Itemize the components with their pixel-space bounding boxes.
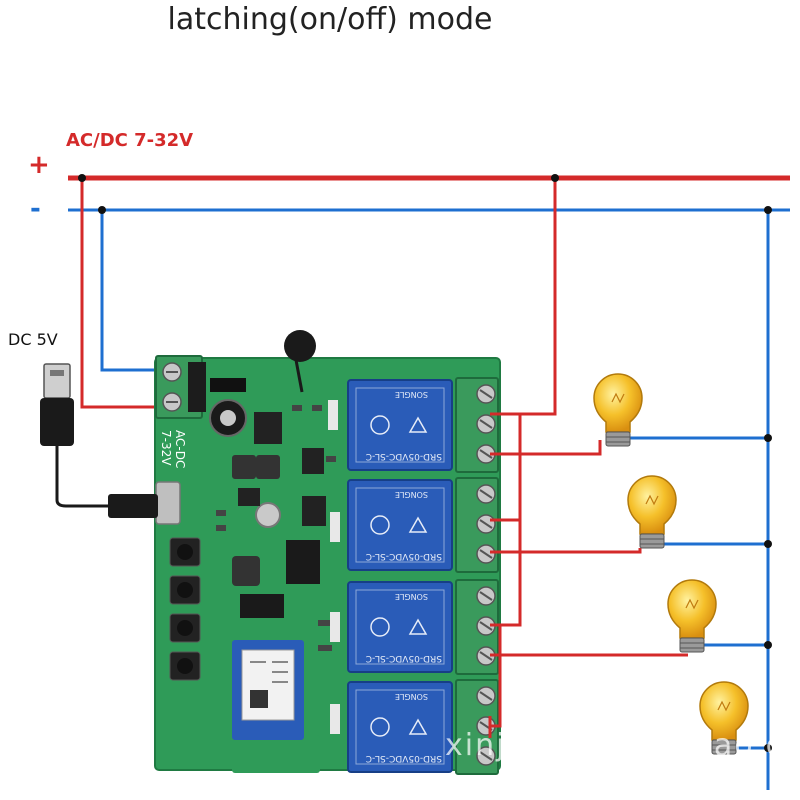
status-leds [328, 400, 340, 734]
junction-dots [78, 174, 772, 752]
relay-2-brand-label: SONGLE [395, 490, 428, 499]
relay-2-model-label: SRD-05VDC-SL-C [366, 551, 442, 561]
common-bus-1 [490, 412, 522, 522]
relay-4-brand-label: SONGLE [395, 692, 428, 701]
wifi-module [232, 640, 304, 740]
ul-mark-icon [370, 415, 390, 435]
ul-mark-icon [370, 515, 390, 535]
relay-2-output-terminal [455, 477, 499, 573]
micro-usb-port [155, 481, 181, 525]
terminal-voltage-label: AC-DC 7-32V [159, 430, 187, 472]
relay-bank: SRD-05VDC-SL-C SONGLE SRD-05VDC-SL-C SONGLE… [347, 377, 499, 775]
bulb-4 [699, 681, 749, 755]
micro-usb-plug [108, 494, 158, 518]
usb-plug-body [40, 398, 74, 446]
bulb-base-icon [605, 431, 631, 447]
common-bus-3 [490, 625, 502, 728]
relay-4-model-label: SRD-05VDC-SL-C [366, 753, 442, 763]
relay-3-output-terminal [455, 579, 499, 675]
relay-4-housing [347, 681, 453, 773]
ic-chip-5 [240, 594, 284, 618]
push-buttons [169, 537, 201, 681]
relay-2: SRD-05VDC-SL-C SONGLE [347, 479, 453, 571]
antenna [284, 330, 316, 362]
board-positive-feed [80, 178, 162, 409]
light-bulb-icon [699, 681, 749, 741]
ce-mark-icon [408, 416, 428, 433]
crystal [255, 502, 281, 528]
diagram-title: latching(on/off) mode [167, 2, 493, 37]
light-bulb-icon [627, 475, 677, 535]
ul-mark-icon [370, 617, 390, 637]
pcb-tab [232, 735, 320, 773]
relay-1-output [490, 440, 602, 456]
relay-1-output-terminal [455, 377, 499, 473]
ul-mark-icon [370, 717, 390, 737]
load-wiring [488, 412, 688, 738]
ic-chip-4 [286, 540, 320, 584]
ic-chip-6 [232, 556, 260, 586]
ce-mark-icon [408, 618, 428, 635]
relay-2-housing [347, 479, 453, 571]
smd-4 [216, 510, 226, 516]
relay-3-housing [347, 581, 453, 673]
smd-5 [216, 525, 226, 531]
relay-4: SRD-05VDC-SL-C SONGLE [347, 681, 453, 773]
positive-sign: + [28, 150, 50, 180]
usb-cable [40, 363, 158, 518]
usb-wire [55, 446, 108, 508]
neutral-wiring [616, 436, 768, 750]
negative-sign: - [30, 194, 41, 224]
light-bulb-icon [593, 373, 643, 433]
bulb-2 [627, 475, 677, 549]
relay-3-brand-label: SONGLE [395, 592, 428, 601]
relay-3-model-label: SRD-05VDC-SL-C [366, 653, 442, 663]
usb-connector [43, 363, 71, 399]
relay-3: SRD-05VDC-SL-C SONGLE [347, 581, 453, 673]
supply-rails [68, 175, 790, 790]
board-negative-feed [100, 210, 162, 372]
watermark: xinjiuwang.taobao.com [445, 728, 800, 763]
light-bulb-icon [667, 579, 717, 639]
bulb-base-icon [639, 533, 665, 549]
inductor [232, 455, 256, 479]
smd-7 [318, 645, 332, 651]
ce-mark-icon [408, 718, 428, 735]
smd-3 [326, 456, 336, 462]
supply-voltage-label: AC/DC 7-32V [66, 130, 194, 151]
relay-1-housing [347, 379, 453, 471]
usb-power-label: DC 5V [8, 330, 58, 349]
bulbs [593, 373, 749, 755]
inductor-2 [256, 455, 280, 479]
ic-chip-3 [302, 496, 326, 526]
relay-2-output [490, 548, 642, 554]
bulb-base-icon [679, 637, 705, 653]
ce-mark-icon [408, 516, 428, 533]
relay-1-brand-label: SONGLE [395, 390, 428, 399]
ic-chip-2 [302, 448, 324, 474]
regulator [238, 488, 260, 506]
relay-1: SRD-05VDC-SL-C SONGLE [347, 379, 453, 471]
relay-1-model-label: SRD-05VDC-SL-C [366, 451, 442, 461]
smd-1 [292, 405, 302, 411]
smd-6 [318, 620, 332, 626]
bulb-3 [667, 579, 717, 653]
ic-chip-1 [254, 412, 282, 444]
bulb-1 [593, 373, 643, 447]
smd-2 [312, 405, 322, 411]
